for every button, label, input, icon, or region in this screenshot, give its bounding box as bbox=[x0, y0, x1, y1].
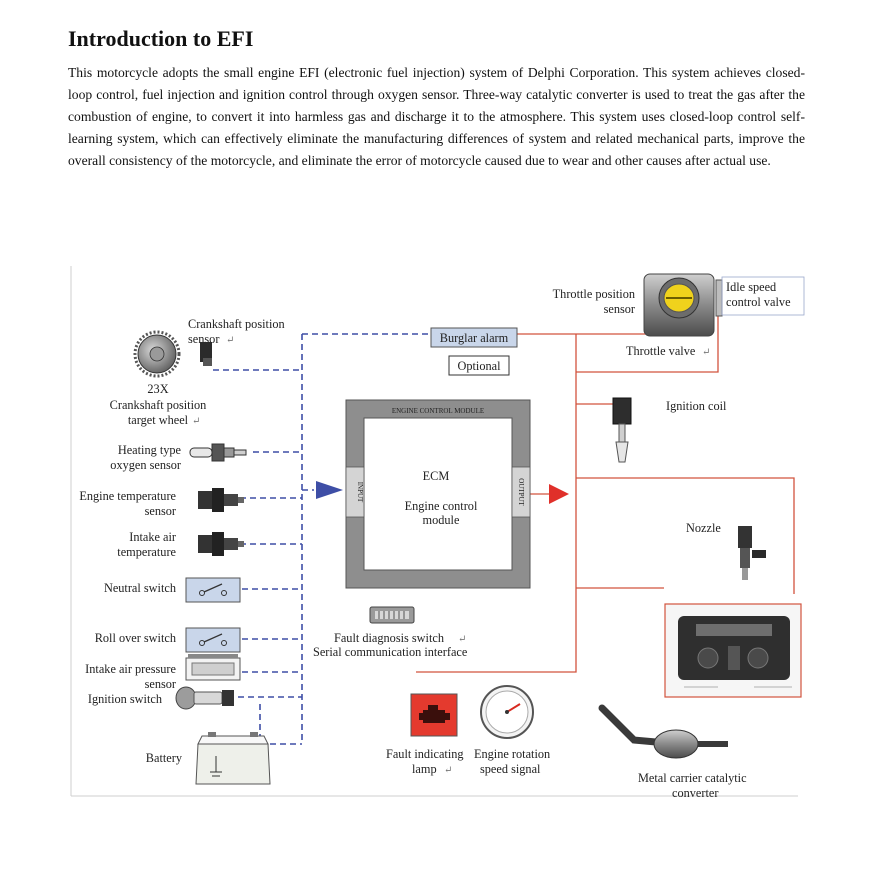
engine-temp-sensor-icon bbox=[198, 488, 244, 512]
engine-temp-label-line1: Engine temperature bbox=[79, 489, 176, 503]
rotation-signal-label-line1: Engine rotation bbox=[474, 747, 550, 761]
ignition-coil-icon bbox=[612, 397, 632, 463]
ignition-switch-icon bbox=[175, 686, 234, 710]
engine-unit-photo bbox=[664, 603, 802, 698]
oxygen-sensor-label-line2: oxygen sensor bbox=[110, 458, 181, 472]
idle-valve-textbox bbox=[721, 276, 805, 316]
battery-label: Battery bbox=[146, 751, 183, 765]
crankshaft-sensor-label-line1: Crankshaft position bbox=[188, 317, 285, 331]
efi-system-diagram: ENGINE CONTROL MODULE INPUT OUTPUT ECM E… bbox=[70, 266, 805, 800]
battery-icon bbox=[195, 732, 271, 785]
svg-text:↵: ↵ bbox=[444, 765, 452, 776]
ecm-top-strip: ENGINE CONTROL MODULE bbox=[392, 407, 484, 415]
ecm-output-tag: OUTPUT bbox=[517, 478, 525, 506]
target-wheel-label-line2: Crankshaft position bbox=[110, 398, 207, 412]
optional-box bbox=[448, 355, 510, 376]
ecm-input-tag: INPUT bbox=[356, 482, 364, 503]
ecm-name-line1: Engine control bbox=[405, 499, 478, 513]
fault-lamp-icon bbox=[410, 693, 458, 737]
intake-pressure-label-line1: Intake air pressure bbox=[85, 662, 176, 676]
burglar-alarm-box bbox=[430, 327, 518, 348]
svg-text:↵: ↵ bbox=[192, 416, 200, 427]
catalytic-label-line1: Metal carrier catalytic bbox=[638, 771, 747, 785]
throttle-body-icon bbox=[643, 273, 723, 337]
output-wiring bbox=[416, 302, 795, 673]
svg-text:↵: ↵ bbox=[702, 347, 710, 358]
throttle-sensor-label-line1: Throttle position bbox=[553, 287, 635, 301]
ecm-name-line2: module bbox=[423, 513, 460, 527]
svg-text:↵: ↵ bbox=[226, 335, 234, 346]
fault-switch-label-line1: Fault diagnosis switch bbox=[334, 631, 444, 645]
neutral-switch-icon bbox=[185, 577, 241, 603]
crankshaft-sensor-icon bbox=[133, 330, 212, 378]
catalytic-converter-icon bbox=[598, 704, 728, 759]
diagnosis-connector-icon bbox=[369, 606, 415, 624]
input-arrow bbox=[316, 481, 343, 499]
fault-lamp-label-line1: Fault indicating bbox=[386, 747, 464, 761]
ecm-abbr: ECM bbox=[423, 469, 450, 483]
intake-temp-label-line1: Intake air bbox=[129, 530, 176, 544]
ecm-module bbox=[345, 399, 531, 589]
ignition-coil-label: Ignition coil bbox=[666, 399, 727, 413]
fault-switch-label-line2: Serial communication interface bbox=[313, 645, 468, 659]
throttle-valve-label: Throttle valve bbox=[626, 344, 696, 358]
rollover-switch-label: Roll over switch bbox=[95, 631, 176, 645]
tachometer-icon bbox=[480, 685, 534, 739]
rotation-signal-label-line2: speed signal bbox=[480, 762, 541, 776]
idle-valve-label-line2: control valve bbox=[726, 295, 791, 309]
engine-temp-label-line2: sensor bbox=[145, 504, 176, 518]
nozzle-label: Nozzle bbox=[686, 521, 721, 535]
output-arrow bbox=[549, 484, 569, 504]
fault-lamp-label-line2: lamp bbox=[412, 762, 437, 776]
oxygen-sensor-icon bbox=[189, 443, 247, 462]
oxygen-sensor-label-line1: Heating type bbox=[118, 443, 182, 457]
target-wheel-label-line3: target wheel bbox=[128, 413, 189, 427]
throttle-sensor-label-line2: sensor bbox=[604, 302, 635, 316]
intro-paragraph: This motorcycle adopts the small engine … bbox=[68, 65, 805, 168]
burglar-alarm-label: Burglar alarm bbox=[440, 331, 509, 345]
target-wheel-label-line1: 23X bbox=[147, 382, 168, 396]
intake-pressure-label-line2: sensor bbox=[145, 677, 176, 691]
input-wiring bbox=[213, 333, 430, 745]
intake-pressure-sensor-icon bbox=[185, 654, 241, 681]
intake-temp-label-line2: temperature bbox=[117, 545, 176, 559]
intake-temp-sensor-icon bbox=[198, 532, 244, 556]
nozzle-icon bbox=[738, 526, 766, 580]
idle-valve-label-line1: Idle speed bbox=[726, 280, 776, 294]
svg-text:↵: ↵ bbox=[458, 634, 466, 645]
ignition-switch-label: Ignition switch bbox=[88, 692, 162, 706]
neutral-switch-label: Neutral switch bbox=[104, 581, 176, 595]
rollover-switch-icon bbox=[185, 627, 241, 653]
catalytic-label-line2: converter bbox=[672, 786, 718, 800]
page-title: Introduction to EFI bbox=[68, 26, 254, 51]
optional-label: Optional bbox=[457, 359, 501, 373]
